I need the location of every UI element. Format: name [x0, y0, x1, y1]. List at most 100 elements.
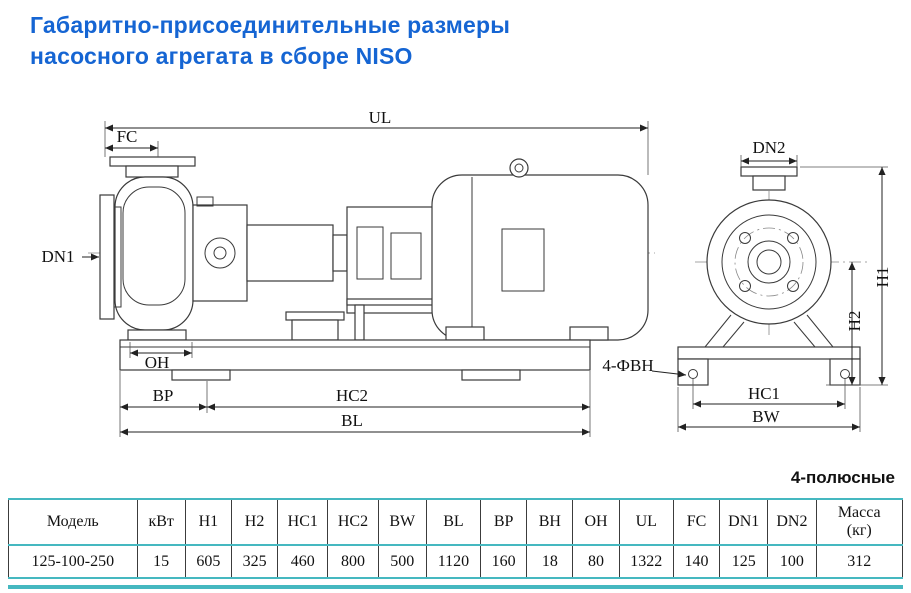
guard-leg [354, 304, 365, 341]
dim-label-hc1: HC1 [748, 384, 780, 403]
end-view [677, 166, 868, 386]
bolt-hole-1 [739, 232, 751, 244]
pole-note: 4-полюсные [790, 468, 895, 487]
shaft-adapter [246, 224, 334, 282]
casing-outer-circle [706, 199, 832, 325]
col-header-mass: Масса (кг) [815, 499, 903, 545]
col-header-bw: BW [377, 499, 427, 545]
bolt-hole-2 [787, 232, 799, 244]
volute-inner-line [122, 186, 186, 306]
dim-label-hc2: HC2 [336, 386, 368, 405]
shaft-circle [756, 249, 782, 275]
cell-kw: 15 [136, 545, 186, 578]
motor-nameplate [501, 228, 545, 292]
shaft-end [332, 234, 348, 272]
pump-foot [127, 329, 187, 341]
cell-oh: 80 [572, 545, 620, 578]
col-header-mass-line2: (кг) [846, 522, 872, 539]
suction-flange-inner [113, 206, 122, 308]
brand-emblem [204, 237, 236, 269]
side-view [88, 156, 655, 381]
pedestal [291, 319, 339, 341]
page-title-line1: Габаритно-присоединительные размеры [30, 12, 511, 38]
col-header-bl: BL [425, 499, 482, 545]
pedestal-flange [285, 311, 345, 321]
dim-label-bp: BP [153, 386, 174, 405]
bolt-hole-3 [739, 280, 751, 292]
base-pad-right [461, 369, 521, 381]
cell-bl: 1120 [425, 545, 482, 578]
motor-body [431, 174, 649, 341]
col-header-fc: FC [672, 499, 721, 545]
bottom-divider [8, 585, 903, 589]
motor-foot-front [445, 326, 485, 341]
cell-dn1: 125 [719, 545, 769, 578]
bolt-hole-4 [787, 280, 799, 292]
cell-model: 125-100-250 [8, 545, 138, 578]
guard-bar [346, 298, 436, 306]
col-header-h2: H2 [230, 499, 279, 545]
coupling-half-right [390, 232, 422, 280]
col-header-bp: BP [480, 499, 528, 545]
brand-emblem-center [213, 246, 227, 260]
coupling-half-left [356, 226, 384, 280]
support-legs [704, 314, 834, 348]
pump-drawing-svg: UL FC DN1 OH BP HC2 BL DN2 H1 H2 4-ФВН H… [41, 108, 892, 437]
dim-label-bolt-holes: 4-ФВН [602, 356, 653, 375]
dimension-drawing: UL FC DN1 OH BP HC2 BL DN2 H1 H2 4-ФВН H… [0, 95, 911, 465]
base-plate [119, 339, 591, 371]
col-header-model: Модель [8, 499, 138, 545]
col-header-hc2: HC2 [327, 499, 379, 545]
cell-bp: 160 [480, 545, 528, 578]
lifting-eye [509, 158, 529, 178]
cell-bh: 18 [526, 545, 574, 578]
dim-label-dn1: DN1 [41, 247, 74, 266]
dim-label-h2: H2 [845, 311, 864, 332]
dim-label-bl: BL [341, 411, 363, 430]
col-header-kw: кВт [136, 499, 186, 545]
dn2-flange [740, 166, 798, 177]
bolt-circle [734, 227, 804, 297]
cell-mass: 312 [815, 545, 903, 578]
dimension-lines [82, 124, 886, 436]
cell-h1: 605 [184, 545, 232, 578]
col-header-h1: H1 [184, 499, 232, 545]
cell-dn2: 100 [767, 545, 817, 578]
casing-flange-circle [721, 214, 817, 310]
dim-label-oh: OH [145, 353, 170, 372]
suction-flange [99, 194, 115, 320]
col-header-hc1: HC1 [277, 499, 329, 545]
dimension-labels: UL FC DN1 OH BP HC2 BL DN2 H1 H2 4-ФВН H… [41, 108, 892, 430]
dim-label-bw: BW [752, 407, 780, 426]
hub-circle [747, 240, 791, 284]
page-title-line2: насосного агрегата в сборе NISO [30, 43, 413, 70]
end-base-plate [677, 346, 861, 360]
col-header-ul: UL [618, 499, 674, 545]
dim-label-fc: FC [117, 127, 138, 146]
dim-label-dn2: DN2 [752, 138, 785, 157]
dim-label-h1: H1 [873, 267, 892, 288]
anchor-hole-left [688, 369, 698, 379]
bearing-bracket [192, 204, 248, 302]
discharge-neck [125, 165, 179, 178]
col-header-dn2: DN2 [767, 499, 817, 545]
bracket-lug [196, 196, 214, 207]
cell-hc1: 460 [277, 545, 329, 578]
dim-label-ul: UL [369, 108, 392, 127]
leader-bolt-holes [651, 370, 687, 378]
cell-h2: 325 [230, 545, 279, 578]
col-header-bh: BH [526, 499, 574, 545]
cell-fc: 140 [672, 545, 721, 578]
cell-hc2: 800 [327, 545, 379, 578]
base-pad-left [171, 369, 231, 381]
col-header-oh: OH [572, 499, 620, 545]
lifting-eye-hole [514, 163, 524, 173]
cell-ul: 1322 [618, 545, 674, 578]
dn2-neck [752, 175, 786, 191]
cell-bw: 500 [377, 545, 427, 578]
page-title: Габаритно-присоединительные размеры насо… [30, 10, 510, 72]
table-header-row: Модель кВт H1 H2 HC1 HC2 BW BL BP BH OH … [8, 499, 903, 545]
motor-foot-rear [569, 326, 609, 341]
col-header-mass-line1: Масса [837, 504, 881, 521]
